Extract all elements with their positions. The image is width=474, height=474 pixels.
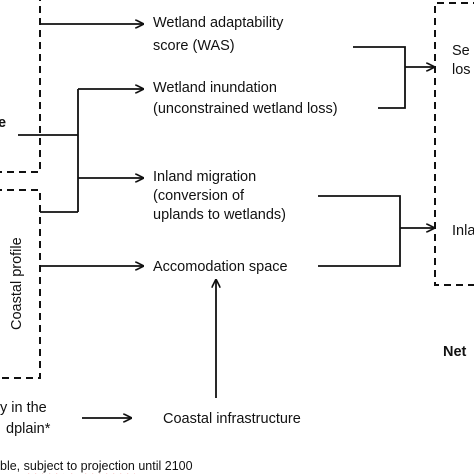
left-top-dashed-box: [0, 0, 41, 173]
accommodation-label: Accomodation space: [153, 259, 288, 275]
right-net-fragment: Net: [443, 344, 467, 360]
bracket-migration-accommodation: [318, 195, 401, 267]
right-top-fragment-1: Se: [452, 43, 470, 59]
inundation-label-line1: Wetland inundation: [153, 80, 277, 96]
inundation-label-line2: (unconstrained wetland loss): [153, 101, 338, 117]
right-top-fragment-2: los: [452, 62, 471, 78]
left-bottom-fragment-2: dplain*: [6, 421, 51, 437]
was-label-line1: Wetland adaptability: [153, 12, 283, 34]
migration-label-line2: (conversion of: [153, 188, 245, 204]
footnote-part2: subject: [23, 459, 64, 473]
left-bottom-fragment-1: y in the: [0, 400, 47, 416]
infrastructure-label: Coastal infrastructure: [163, 411, 301, 427]
footnote: ble, subject to projection until 2100: [0, 458, 193, 474]
left-top-fragment: e: [0, 115, 7, 131]
right-dashed-box: [434, 2, 474, 286]
footnote-part3: to: [66, 459, 78, 473]
right-mid-fragment: Inla: [452, 223, 474, 239]
was-text-1: Wetland adaptability: [153, 15, 284, 31]
migration-label-line3: uplands to wetlands): [153, 207, 286, 223]
coastal-profile-label: Coastal profile: [9, 237, 25, 330]
coastal-profile-dashed-box: [0, 189, 41, 379]
migration-label-line1: Inland migration: [153, 169, 257, 185]
footnote-part5: until 2100: [138, 459, 193, 473]
was-label-line2: score (WAS): [153, 38, 235, 54]
footnote-part1: ble,: [0, 459, 21, 473]
footnote-part4: projection: [80, 459, 135, 473]
bracket-was-inundation: [353, 46, 406, 109]
